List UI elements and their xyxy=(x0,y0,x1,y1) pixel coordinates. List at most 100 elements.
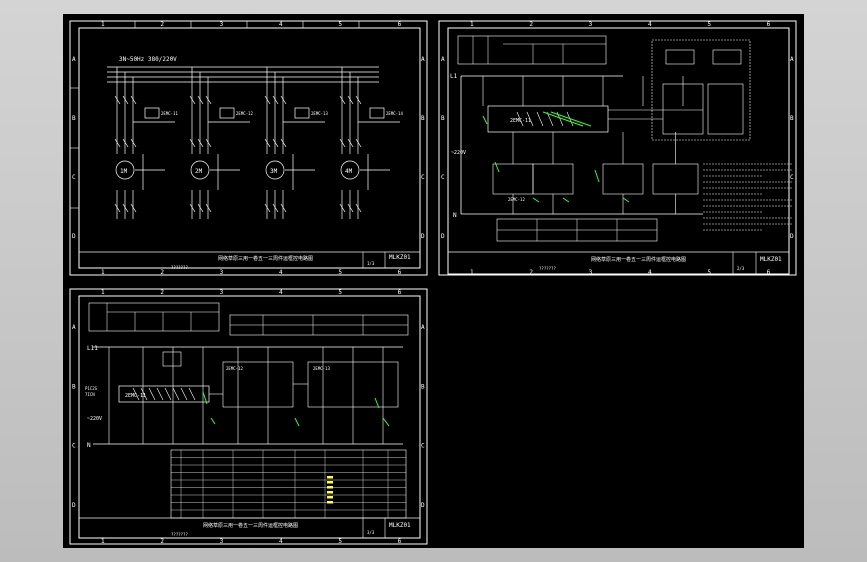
contactor-contact xyxy=(189,203,196,213)
s1-code: MLKZ01 xyxy=(389,254,411,261)
relay-pin xyxy=(180,387,188,401)
zone-row-label: D xyxy=(790,233,794,240)
motor-symbol xyxy=(190,160,210,180)
zone-row-label: C xyxy=(421,443,425,450)
zone-row-label: C xyxy=(421,174,425,181)
zone-col-label: 2 xyxy=(160,21,164,28)
s3-voltage-label: ~220V xyxy=(87,416,102,422)
overload-relay xyxy=(219,107,235,119)
motor-symbol xyxy=(265,160,285,180)
zone-col-label: 5 xyxy=(707,21,711,28)
zone-row-label: A xyxy=(72,324,76,331)
zone-row-label: A xyxy=(421,56,425,63)
terminal-label-4: 2EMC-14 xyxy=(386,111,403,116)
zone-col-label: 5 xyxy=(338,269,342,276)
zone-col-label: 2 xyxy=(160,269,164,276)
zone-row-label: B xyxy=(72,383,76,390)
zone-col-label: 6 xyxy=(398,269,402,276)
zone-col-label: 6 xyxy=(767,21,771,28)
s1-title: 网络草原三用一卷五一三周件运框控电路图 xyxy=(218,255,313,262)
relay-pin xyxy=(516,111,524,127)
s2-sheet-no: 2/3 xyxy=(737,266,745,271)
zone-col-label: 3 xyxy=(220,538,224,545)
terminal-label-1: 2EMC-11 xyxy=(161,111,178,116)
s2-voltage-label: ~220V xyxy=(451,150,466,156)
zone-col-label: 5 xyxy=(338,538,342,545)
s2-title: 网络草原三用一卷五一三周件运框控电路图 xyxy=(591,256,686,263)
s3-title: 网络草原三用一卷五一三周件运框控电路图 xyxy=(203,522,298,529)
zone-col-label: 2 xyxy=(160,538,164,545)
zone-col-label: 1 xyxy=(470,269,474,276)
sheet-2 xyxy=(438,20,797,276)
relay-pin xyxy=(526,111,534,127)
breaker-contact xyxy=(355,95,362,105)
motor-label-2: 2M xyxy=(195,168,203,175)
contactor-contact xyxy=(130,138,137,148)
s3-code: MLKZ01 xyxy=(389,522,411,529)
contactor-contact xyxy=(339,203,346,213)
contactor-contact xyxy=(280,203,287,213)
overload-relay xyxy=(144,107,160,119)
zone-col-label: 2 xyxy=(160,289,164,296)
s3-side-label-1: P1C2S xyxy=(85,386,98,391)
yellow-marker xyxy=(327,496,333,499)
yellow-marker xyxy=(327,486,333,489)
zone-col-label: 5 xyxy=(338,21,342,28)
relay-pin xyxy=(536,111,544,127)
s3-line-label: L11 xyxy=(87,345,98,352)
zone-col-label: 6 xyxy=(398,21,402,28)
zone-col-label: 4 xyxy=(279,269,283,276)
terminal-label-2: 2EMC-12 xyxy=(236,111,253,116)
contactor-contact xyxy=(355,203,362,213)
overload-relay xyxy=(294,107,310,119)
zone-col-label: 4 xyxy=(279,289,283,296)
contactor-contact xyxy=(355,138,362,148)
zone-row-label: D xyxy=(421,233,425,240)
zone-row-label: B xyxy=(790,115,794,122)
zone-col-label: 2 xyxy=(529,269,533,276)
s3-relay-label-3: 2EMC-13 xyxy=(313,366,330,371)
relay-pin xyxy=(164,387,172,401)
zone-col-label: 1 xyxy=(470,21,474,28)
contactor-contact xyxy=(122,203,129,213)
zone-row-label: B xyxy=(441,115,445,122)
yellow-marker xyxy=(327,501,333,504)
s3-relay-label-1: 2EMC-11 xyxy=(125,393,146,399)
s2-relay2-label: 2EMC-12 xyxy=(508,197,525,202)
s3-neutral-label: N xyxy=(87,442,91,449)
breaker-contact xyxy=(114,95,121,105)
relay-pin xyxy=(172,387,180,401)
zone-row-label: B xyxy=(421,115,425,122)
zone-col-label: 3 xyxy=(220,269,224,276)
zone-row-label: A xyxy=(72,56,76,63)
zone-row-label: C xyxy=(72,443,76,450)
contactor-coil xyxy=(652,163,699,195)
yellow-marker xyxy=(327,481,333,484)
motor-label-4: 4M xyxy=(345,168,353,175)
contactor-contact xyxy=(197,203,204,213)
zone-col-label: 1 xyxy=(101,538,105,545)
zone-col-label: 1 xyxy=(101,269,105,276)
s3-sheet-no: 3/3 xyxy=(367,530,375,535)
contactor-contact xyxy=(264,138,271,148)
zone-col-label: 3 xyxy=(589,21,593,28)
zone-col-label: 4 xyxy=(648,269,652,276)
drawing-canvas[interactable]: 3N~50Hz 380/220V 网络草原三用一卷五一三周件运框控电路图 MLK… xyxy=(63,14,804,548)
zone-col-label: 6 xyxy=(767,269,771,276)
s1-sheet-no: 1/3 xyxy=(367,261,375,266)
breaker-contact xyxy=(122,95,129,105)
sheet-1 xyxy=(69,20,428,276)
relay-pin xyxy=(140,387,148,401)
zone-row-label: D xyxy=(72,233,76,240)
breaker-contact xyxy=(272,95,279,105)
zone-col-label: 1 xyxy=(101,289,105,296)
s1-supply-label: 3N~50Hz 380/220V xyxy=(119,56,177,63)
breaker-contact xyxy=(280,95,287,105)
zone-row-label: D xyxy=(421,502,425,509)
zone-col-label: 4 xyxy=(648,21,652,28)
zone-col-label: 4 xyxy=(279,538,283,545)
breaker-contact xyxy=(197,95,204,105)
zone-row-label: B xyxy=(421,383,425,390)
zone-row-label: C xyxy=(72,174,76,181)
s2-neutral-label: N xyxy=(453,212,457,219)
